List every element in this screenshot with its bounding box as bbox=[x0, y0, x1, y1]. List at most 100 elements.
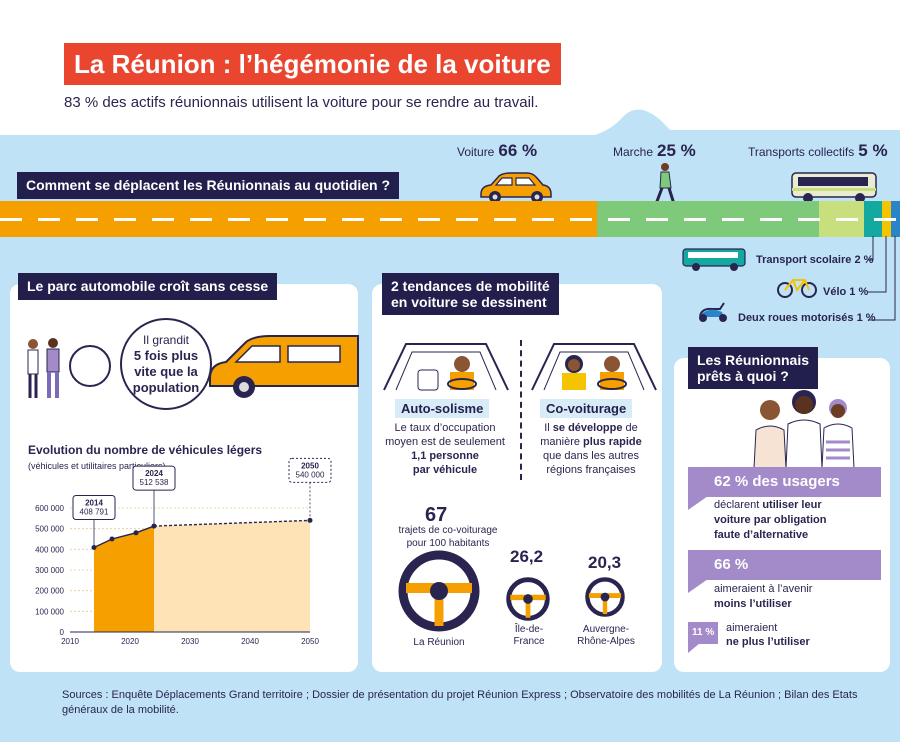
region-name-reunion: La Réunion bbox=[402, 636, 476, 650]
stat-62-badge: 62 % des usagers bbox=[688, 467, 881, 497]
y-tick-label: 200 000 bbox=[35, 587, 64, 596]
prets-label: Les Réunionnais prêts à quoi ? bbox=[688, 347, 819, 389]
school-bus-icon bbox=[682, 248, 746, 271]
covoit-line-3: que dans les autres bbox=[542, 450, 639, 462]
stat-66-tail bbox=[688, 579, 708, 593]
region-name-idf: Île-de-France bbox=[494, 624, 564, 648]
x-tick-label: 2020 bbox=[121, 637, 139, 646]
covoiturage-tag: Co-voiturage bbox=[540, 399, 633, 418]
bubble-line-4: population bbox=[132, 379, 200, 395]
y-tick-label: 300 000 bbox=[35, 566, 64, 575]
region-ara-line-2: Rhône-Alpes bbox=[577, 636, 635, 647]
region-value-ara: 20,3 bbox=[588, 553, 622, 572]
bubble-line-3: vite que la bbox=[134, 363, 198, 379]
covoit-line-1b: se développe bbox=[552, 422, 623, 434]
stat-11-line-2: ne plus l’utiliser bbox=[726, 636, 810, 648]
auto-line-3: 1,1 personne bbox=[411, 450, 479, 462]
stat-62-tail bbox=[688, 496, 708, 510]
bicycle-icon bbox=[777, 279, 817, 298]
prets-label-line-1: Les Réunionnais bbox=[697, 352, 810, 368]
chart-title: Evolution du nombre de véhicules légers bbox=[28, 443, 263, 457]
stat-66-line-2: moins l’utiliser bbox=[714, 598, 792, 610]
data-point bbox=[109, 536, 115, 542]
daily-mobility-label: Comment se déplacent les Réunionnais au … bbox=[17, 172, 400, 199]
projection-line bbox=[153, 519, 311, 527]
observed-line bbox=[93, 525, 155, 549]
mode-deuxroues: Deux roues motorisés 1 % bbox=[738, 312, 876, 324]
walker-icon bbox=[654, 163, 676, 205]
people-icon bbox=[27, 338, 60, 398]
y-tick-label: 400 000 bbox=[35, 545, 64, 554]
data-point bbox=[91, 545, 97, 551]
vehicles-area-chart: 600 000 500 000 400 000 300 000 200 000 100 0… bbox=[35, 457, 332, 646]
region-reunion-line-1: La Réunion bbox=[413, 637, 465, 648]
population-circle bbox=[69, 345, 111, 387]
page-title: La Réunion : l’hégémonie de la voiture bbox=[64, 43, 561, 85]
prets-card bbox=[674, 358, 890, 672]
mode-share-road bbox=[0, 201, 900, 237]
tendances-label: 2 tendances de mobilité en voiture se de… bbox=[382, 273, 559, 315]
auto-line-4: par véhicule bbox=[412, 464, 478, 476]
stat-66-text: aimeraient à l’avenir moins l’utiliser bbox=[714, 582, 812, 612]
covoit-line-1a: Il bbox=[544, 422, 553, 434]
annotation-year: 2050 bbox=[301, 461, 319, 470]
annotation-value: 512 538 bbox=[140, 478, 169, 487]
annotation-year: 2024 bbox=[145, 469, 163, 478]
x-tick-label: 2040 bbox=[241, 637, 259, 646]
annotation-year: 2014 bbox=[85, 499, 103, 508]
region-name-ara: Auvergne-Rhône-Alpes bbox=[568, 624, 644, 648]
steering-wheel-reunion-icon bbox=[398, 550, 480, 632]
parc-label: Le parc automobile croît sans cesse bbox=[18, 273, 278, 300]
x-tick-label: 2030 bbox=[181, 637, 199, 646]
trips-caption: trajets de co-voiturage pour 100 habitan… bbox=[378, 524, 518, 550]
covoit-line-2: manière plus rapide bbox=[526, 435, 656, 449]
stat-62-line-3: faute d’alternative bbox=[714, 529, 809, 541]
bubble-line-1: Il grandit bbox=[142, 332, 190, 347]
prets-label-line-2: prêts à quoi ? bbox=[697, 368, 789, 384]
autosolisme-tag: Auto-solisme bbox=[395, 399, 490, 418]
region-value-idf: 26,2 bbox=[510, 547, 544, 566]
mode-velo: Vélo 1 % bbox=[823, 286, 869, 298]
car-icon bbox=[480, 172, 552, 203]
steering-wheel-idf-icon bbox=[506, 577, 550, 621]
stat-62-text: déclarent utiliser leur voiture par obli… bbox=[714, 498, 826, 543]
x-tick-label: 2050 bbox=[301, 637, 319, 646]
projection-area bbox=[154, 520, 310, 632]
y-tick-label: 0 bbox=[60, 628, 65, 637]
auto-line-1: Le taux d’occupation bbox=[394, 422, 496, 434]
trips-caption-line-2: pour 100 habitants bbox=[406, 538, 490, 549]
stat-66-line-1b: à l’avenir bbox=[768, 583, 813, 595]
annotation-box bbox=[132, 465, 176, 491]
trend-divider bbox=[520, 340, 522, 480]
bubble-line-2: 5 fois plus bbox=[133, 347, 199, 363]
region-idf-line-1: Île-de- bbox=[514, 624, 544, 635]
y-tick-label: 500 000 bbox=[35, 525, 64, 534]
big-car-icon bbox=[209, 335, 359, 398]
tendances-label-line-1: 2 tendances de mobilité bbox=[391, 278, 550, 294]
annotation-value: 408 791 bbox=[80, 508, 109, 517]
scooter-icon bbox=[699, 302, 727, 322]
region-idf-line-2: France bbox=[513, 636, 545, 647]
stat-62-line-1b: utiliser leur bbox=[762, 499, 822, 511]
stat-11-line-1: aimeraient bbox=[726, 622, 778, 634]
stat-11-badge: 11 % bbox=[688, 622, 718, 644]
stat-62-line-1a: déclarent bbox=[714, 499, 763, 511]
autosolisme-text: Le taux d’occupation moyen est de seulem… bbox=[380, 421, 510, 477]
stat-66-badge: 66 % bbox=[688, 550, 881, 580]
three-people-icon bbox=[753, 390, 855, 469]
y-tick-label: 600 000 bbox=[35, 504, 64, 513]
y-tick-label: 100 000 bbox=[35, 607, 64, 616]
trips-caption-line-1: trajets de co-voiturage bbox=[398, 525, 498, 536]
stat-66-line-1a: aimeraient bbox=[714, 583, 769, 595]
stat-11-text: aimeraient ne plus l’utiliser bbox=[726, 621, 810, 649]
data-point bbox=[133, 530, 139, 536]
autosolisme-illustration bbox=[383, 343, 509, 391]
covoit-line-2a: manière bbox=[540, 436, 584, 448]
data-point bbox=[151, 523, 157, 529]
x-tick-label: 2010 bbox=[61, 637, 79, 646]
road-center-line bbox=[0, 218, 900, 221]
region-ara-line-1: Auvergne- bbox=[582, 624, 630, 635]
covoiturage-illustration bbox=[531, 343, 657, 391]
